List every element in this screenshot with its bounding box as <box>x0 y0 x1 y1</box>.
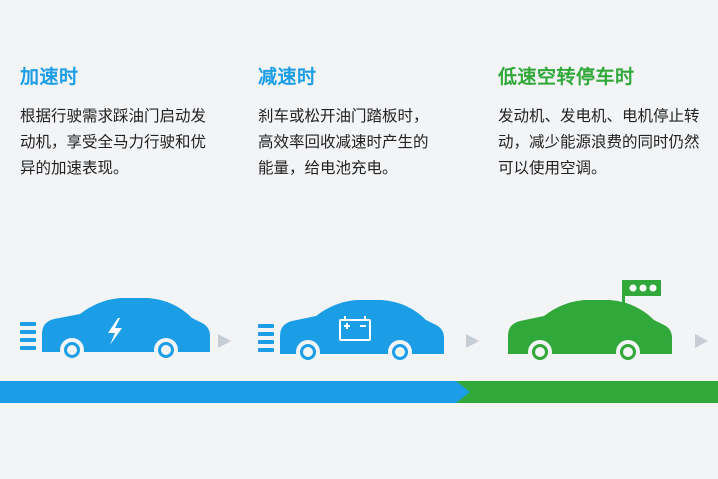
stage-title-decelerate: 减速时 <box>258 66 317 88</box>
stage-title-accelerate: 加速时 <box>20 66 79 88</box>
stage-accelerate: 加速时 根据行驶需求踩油门启动发动机，享受全马力行驶和优异的加速表现。 <box>20 62 220 181</box>
battery-icon <box>339 316 371 341</box>
timeline-band-green <box>456 381 718 403</box>
timeline-band <box>0 381 718 403</box>
stage-description-decelerate: 刹车或松开油门踏板时，高效率回收减速时产生的能量，给电池充电。 <box>258 107 429 177</box>
stage-description-idle-stop: 发动机、发电机、电机停止转动，减少能源浪费的同时仍然可以使用空调。 <box>498 107 700 177</box>
stage-description-accelerate: 根据行驶需求踩油门启动发动机，享受全马力行驶和优异的加速表现。 <box>20 107 207 177</box>
car-idle-stop <box>508 280 672 364</box>
traffic-light-flag-icon <box>622 280 661 322</box>
stage-decelerate: 减速时 刹车或松开油门踏板时，高效率回收减速时产生的能量，给电池充电。 <box>258 62 438 181</box>
stage-idle-stop: 低速空转停车时 发动机、发电机、电机停止转动，减少能源浪费的同时仍然可以使用空调… <box>498 62 708 181</box>
lightning-icon <box>108 318 122 345</box>
car-accelerate <box>20 298 210 362</box>
timeline-band-blue <box>0 381 478 403</box>
stage-title-idle-stop: 低速空转停车时 <box>498 66 635 88</box>
car-decelerate <box>258 300 444 364</box>
arrow-right-icon <box>695 334 708 348</box>
arrow-right-icon <box>218 334 231 348</box>
arrow-right-icon <box>466 334 479 348</box>
speed-lines-icon <box>20 322 36 350</box>
speed-lines-icon <box>258 324 274 352</box>
